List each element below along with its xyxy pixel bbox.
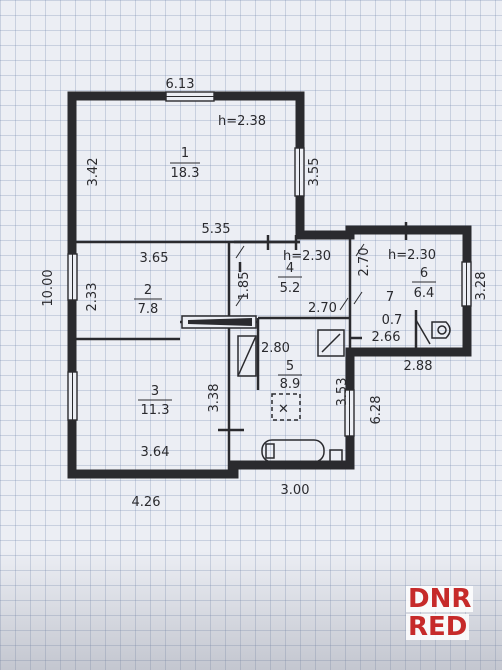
dim-room3-right: 3.38	[207, 384, 222, 413]
room-7-number: 7	[386, 290, 394, 305]
drain-fixture	[271, 393, 301, 421]
dim-wc-small: 0.7	[382, 313, 403, 328]
watermark-line-1: DNR	[406, 584, 474, 614]
outer-walls	[67, 91, 472, 479]
dim-total-height: 10.00	[41, 269, 56, 306]
door-marks	[218, 222, 408, 432]
room-3-number: 3	[151, 384, 159, 399]
dim-room5-right: 3.53	[335, 378, 350, 407]
dim-room2-top: 3.65	[140, 251, 169, 266]
height-label-room-6: h=2.30	[388, 248, 436, 263]
room-4-area: 5.2	[280, 281, 301, 296]
chimney-block	[181, 315, 257, 329]
dim-bottom-mid: 3.00	[281, 483, 310, 498]
room-5-number: 5	[286, 359, 294, 374]
stove-fixture	[237, 335, 257, 377]
dim-room3-bottom: 3.64	[141, 445, 170, 460]
dimension-ticks	[235, 243, 365, 311]
room-6-area: 6.4	[414, 286, 435, 301]
watermark-line-2: RED	[406, 612, 470, 642]
sink-fixture	[317, 329, 345, 357]
dim-bottom-left: 4.26	[132, 495, 161, 510]
room-1-area: 18.3	[171, 166, 200, 181]
room-4-number: 4	[286, 261, 294, 276]
room-5-area: 8.9	[280, 377, 301, 392]
room-3-area: 11.3	[141, 403, 170, 418]
dim-room1-left: 3.42	[86, 158, 101, 187]
room-6-number: 6	[420, 266, 428, 281]
dim-room6-bottom: 2.88	[404, 359, 433, 374]
room-1-number: 1	[181, 146, 189, 161]
dim-room6-right: 3.28	[474, 272, 489, 301]
dim-room6-left: 2.70	[357, 248, 372, 277]
windows	[67, 91, 472, 437]
dim-room1-right: 3.55	[307, 158, 322, 187]
watermark-logo: DNR RED	[406, 586, 490, 642]
svg-text:✕: ✕	[278, 402, 289, 417]
height-label-room-4: h=2.30	[283, 249, 331, 264]
dim-top-width: 6.13	[166, 77, 195, 92]
dim-room2-left: 2.33	[85, 283, 100, 312]
dim-room4-width: 2.70	[308, 301, 337, 316]
room-2-area: 7.8	[138, 302, 159, 317]
height-label-room-1: h=2.38	[218, 114, 266, 129]
fixtures: ✕	[237, 310, 451, 465]
dim-room5-top: 2.80	[261, 341, 290, 356]
dim-wc-width: 2.66	[372, 330, 401, 345]
dim-right-height: 6.28	[369, 396, 384, 425]
dim-room1-bottom: 5.35	[202, 222, 231, 237]
tank-fixture	[329, 449, 343, 465]
room-2-number: 2	[144, 283, 152, 298]
toilet-fixture	[431, 321, 451, 339]
interior-walls	[72, 235, 352, 474]
bathtub-fixture	[261, 439, 325, 463]
dim-hall-vertical: 1.85	[237, 272, 252, 301]
